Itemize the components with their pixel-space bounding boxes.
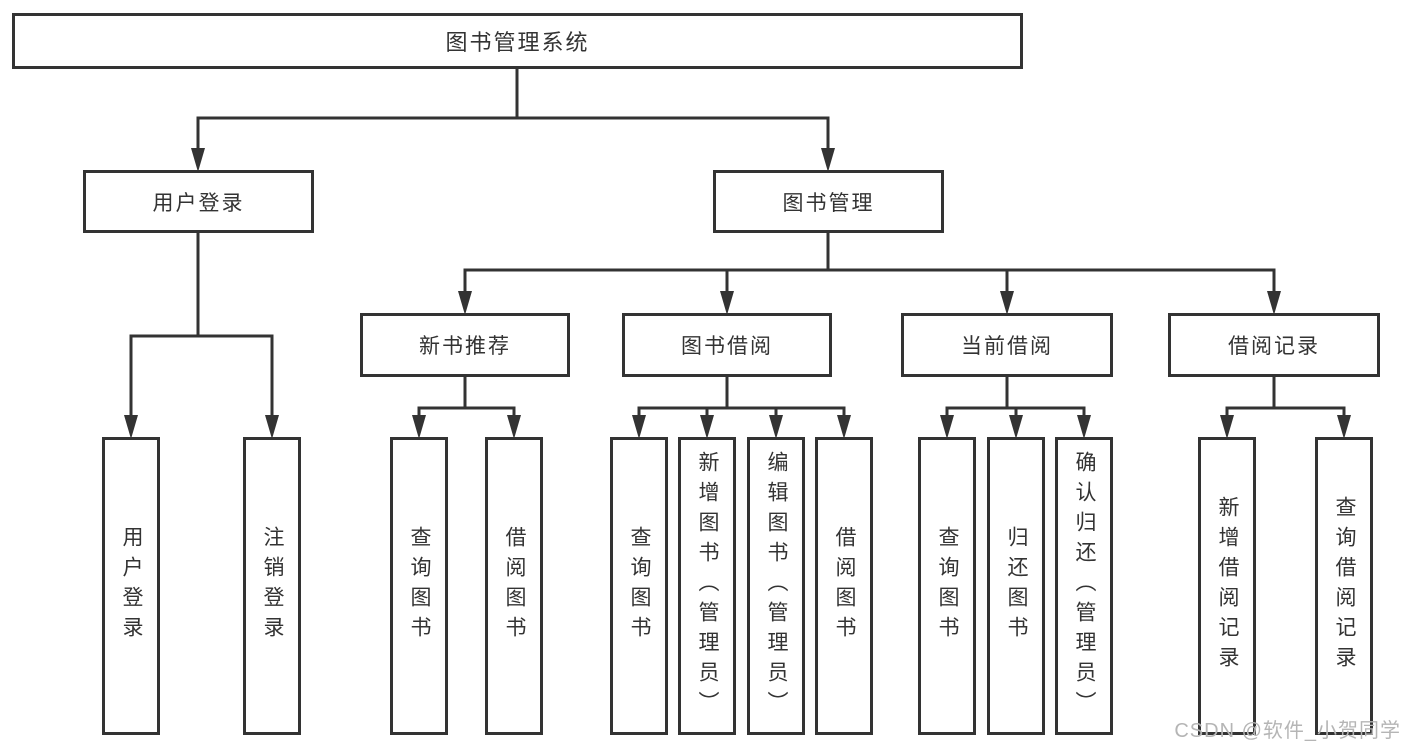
leaf-cb-confirm-return-admin: 确认归还（管理员）: [1055, 437, 1113, 735]
csdn-watermark: CSDN @软件_小贺同学: [1174, 720, 1401, 742]
leaf-nbr-borrow-books: 借阅图书: [485, 437, 543, 735]
leaf-user-login: 用户登录: [102, 437, 160, 735]
leaf-bb-add-books-admin: 新增图书（管理员）: [678, 437, 736, 735]
node-user-login: 用户登录: [83, 170, 314, 233]
node-borrow-records: 借阅记录: [1168, 313, 1380, 377]
leaf-br-add-record: 新增借阅记录: [1198, 437, 1256, 735]
leaf-nbr-query-books: 查询图书: [390, 437, 448, 735]
leaf-cb-query-books: 查询图书: [918, 437, 976, 735]
leaf-bb-query-books: 查询图书: [610, 437, 668, 735]
node-library-system: 图书管理系统: [12, 13, 1023, 69]
leaf-bb-borrow-books: 借阅图书: [815, 437, 873, 735]
leaf-logout: 注销登录: [243, 437, 301, 735]
node-new-book-recommend: 新书推荐: [360, 313, 570, 377]
node-current-borrow: 当前借阅: [901, 313, 1113, 377]
node-book-management: 图书管理: [713, 170, 944, 233]
leaf-bb-edit-books-admin: 编辑图书（管理员）: [747, 437, 805, 735]
leaf-br-query-record: 查询借阅记录: [1315, 437, 1373, 735]
node-book-borrow: 图书借阅: [622, 313, 832, 377]
leaf-cb-return-books: 归还图书: [987, 437, 1045, 735]
